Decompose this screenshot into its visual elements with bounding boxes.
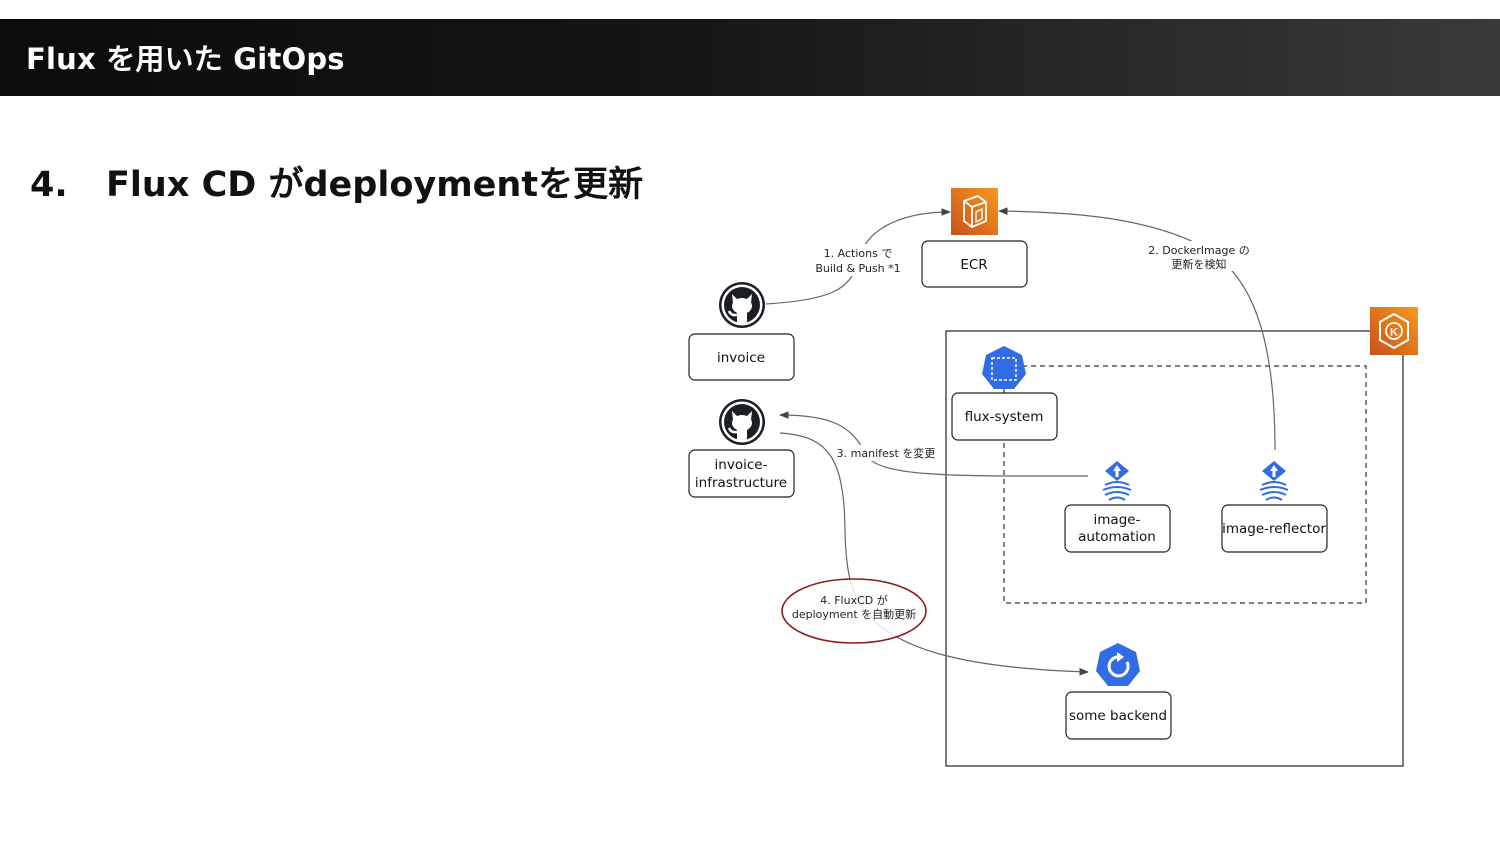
some-backend-node — [1065, 691, 1172, 740]
invoice-repo-label: invoice — [717, 350, 765, 366]
some-backend-label: some backend — [1069, 708, 1167, 724]
section-heading-text: Flux CD がdeploymentを更新 — [106, 165, 644, 205]
eks-cluster-frame — [945, 330, 1404, 767]
edge-auto-update-deployment-label-line1: 4. FluxCD が — [820, 593, 888, 607]
flux-system-namespace-frame — [1003, 365, 1367, 604]
invoice-infrastructure-label-line2: infrastructure — [695, 475, 787, 491]
section-number: 4. — [30, 165, 68, 205]
edge-detect-image-update-label-bg — [1145, 241, 1255, 271]
image-automation-node — [1064, 504, 1171, 553]
aws-eks-icon: K — [1370, 307, 1418, 355]
invoice-infrastructure-label-line1: invoice- — [715, 457, 768, 473]
kubernetes-deployment-icon — [1096, 643, 1140, 686]
edge-build-push-label-line2: Build & Push *1 — [815, 262, 900, 275]
image-automation-label-line1: image- — [1094, 512, 1141, 528]
edge-detect-image-update-label-line2: 更新を検知 — [1172, 257, 1227, 271]
image-reflector-node — [1221, 504, 1328, 553]
kubernetes-namespace-icon — [982, 346, 1026, 389]
ecr-label: ECR — [960, 257, 987, 273]
github-octocat-icon — [717, 280, 767, 330]
flux-system-label: flux-system — [965, 409, 1044, 425]
slide-title: Flux を用いた GitOps — [26, 42, 345, 76]
aws-ecr-icon — [951, 188, 998, 235]
edge-update-manifest-label: 3. manifest を変更 — [837, 446, 936, 460]
section-heading: 4. Flux CD がdeploymentを更新 — [30, 156, 643, 207]
invoice-repo-node — [688, 333, 795, 381]
svg-text:K: K — [1390, 327, 1398, 339]
edge-build-push-label-line1: 1. Actions で — [824, 247, 893, 260]
title-bar: Flux を用いた GitOps — [0, 19, 1500, 96]
edge-auto-update-deployment-label-line2: deployment を自動更新 — [792, 607, 916, 621]
image-reflector-label: image-reflector — [1222, 521, 1326, 537]
invoice-infrastructure-repo-node — [688, 449, 795, 498]
flux-icon — [1102, 460, 1132, 501]
flux-system-node — [951, 392, 1058, 441]
image-automation-label-line2: automation — [1078, 529, 1156, 545]
flux-icon — [1259, 460, 1289, 501]
edge-build-push-label-bg — [808, 244, 908, 276]
edge-update-manifest-label-bg — [833, 445, 939, 461]
ecr-node — [921, 240, 1028, 288]
highlight-ring — [781, 578, 927, 644]
edge-detect-image-update-label-line1: 2. DockerImage の — [1148, 244, 1249, 257]
github-octocat-icon — [717, 397, 767, 447]
